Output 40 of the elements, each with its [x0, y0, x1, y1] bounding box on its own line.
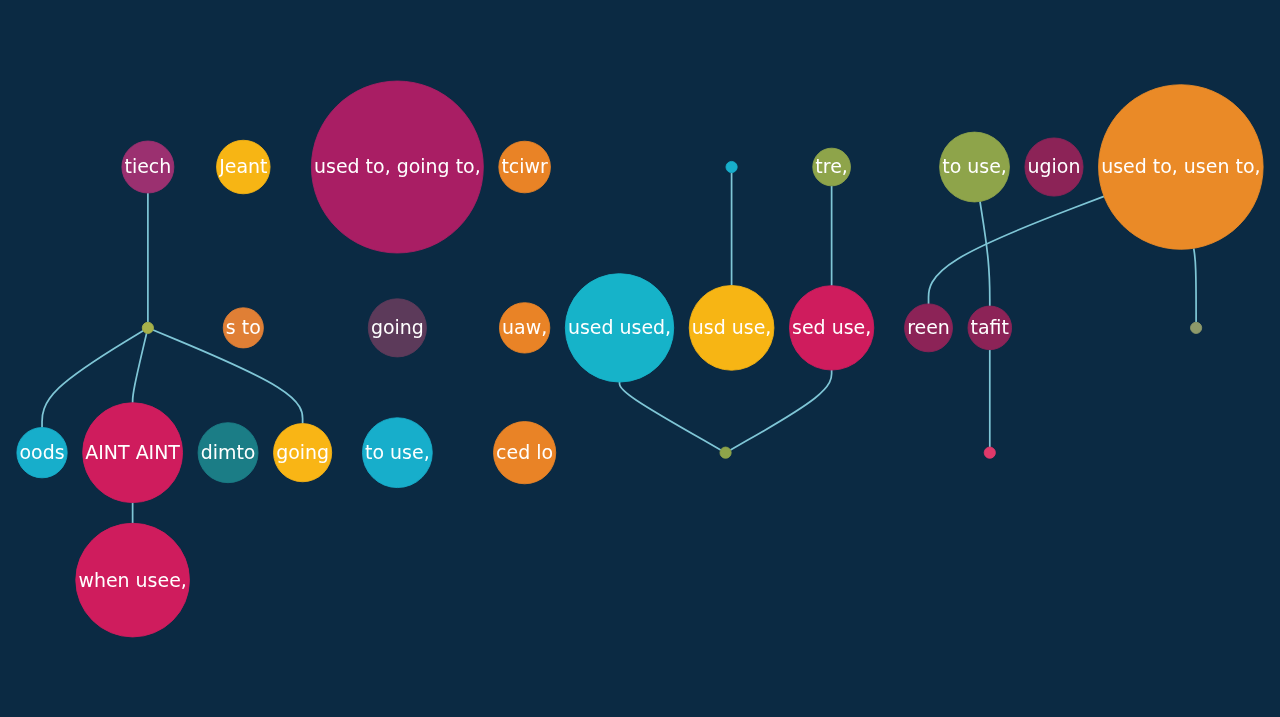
- connector: [131, 501, 134, 524]
- connector: [830, 184, 833, 287]
- node-circle: going: [273, 422, 333, 482]
- node-circle: oods: [16, 426, 68, 478]
- node-circle: used to, usen to,: [1098, 83, 1264, 250]
- node-circle: s to: [222, 306, 264, 348]
- node-circle: used to, going to,: [310, 80, 484, 253]
- node-circle: [725, 160, 738, 173]
- node-circle: tiech: [121, 140, 175, 193]
- node-circle: to use,: [939, 131, 1010, 202]
- node-circle: [719, 446, 732, 459]
- connector: [618, 380, 722, 451]
- connector: [1192, 246, 1197, 323]
- node-circle: ugion: [1024, 137, 1084, 196]
- node-circle: to use,: [362, 416, 433, 488]
- connector: [927, 195, 1105, 305]
- connector: [147, 191, 149, 323]
- node-circle: tafit: [967, 305, 1012, 350]
- node-circle: [1190, 321, 1203, 334]
- node-circle: [141, 321, 154, 334]
- connector: [41, 329, 144, 428]
- node-circle: dimto: [197, 421, 259, 483]
- node-circle: ced lo: [493, 420, 557, 484]
- node-circle: tciwr: [498, 140, 551, 193]
- node-circle: AINT AINT: [82, 401, 183, 503]
- node-circle: reen: [904, 303, 953, 352]
- connector: [131, 331, 148, 404]
- node-circle: going: [367, 297, 427, 357]
- node-circle: used used,: [564, 272, 675, 382]
- node-circle: [983, 446, 996, 459]
- connector: [730, 171, 733, 286]
- node-circle: when usee,: [75, 522, 190, 637]
- connector: [979, 200, 991, 307]
- connector: [988, 348, 991, 448]
- node-circle: uaw,: [499, 301, 551, 353]
- connector: [729, 368, 833, 451]
- connector: [152, 328, 304, 424]
- node-circle: sed use,: [789, 284, 875, 370]
- node-circle: tre,: [812, 147, 851, 186]
- node-circle: usd use,: [688, 284, 775, 371]
